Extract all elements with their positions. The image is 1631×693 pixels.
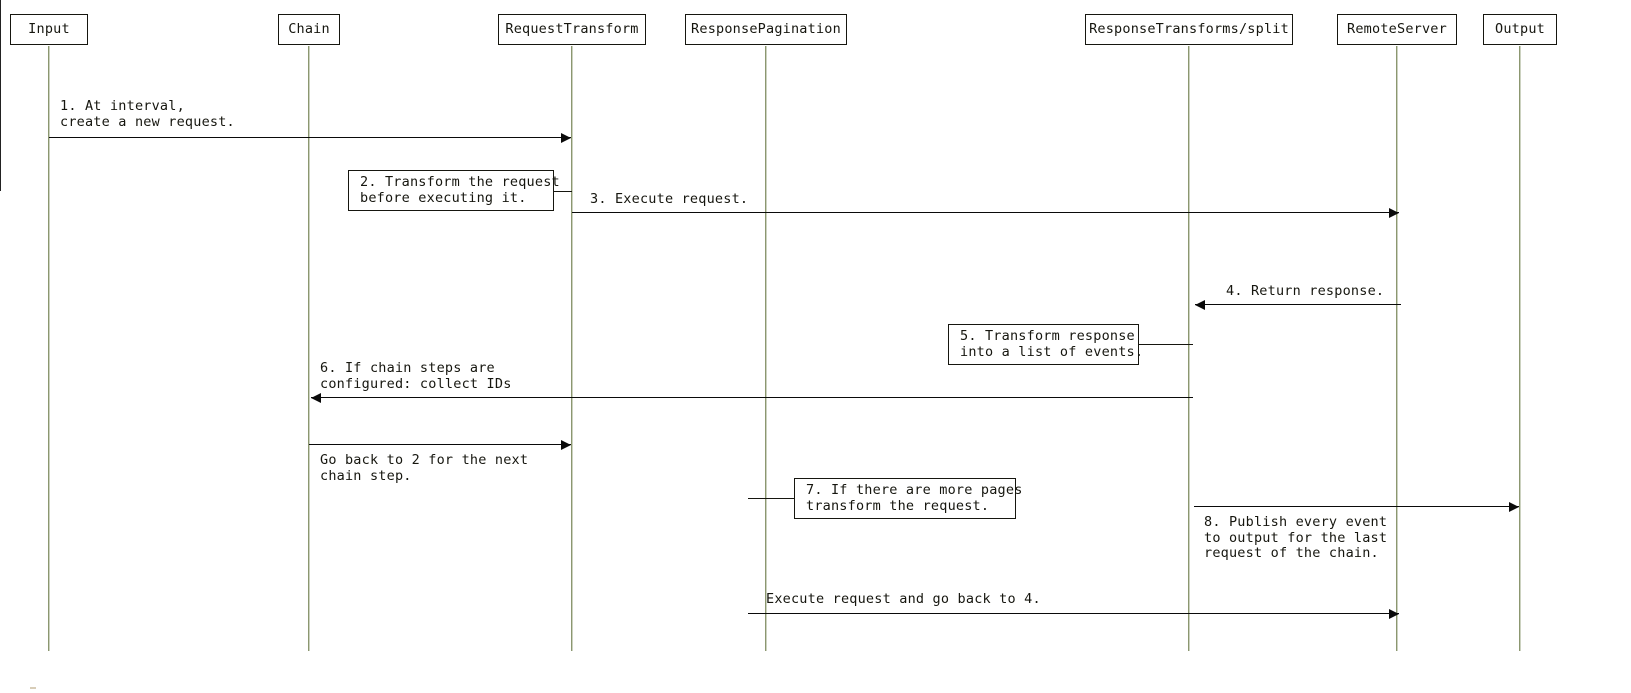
message-line-m_exec_goback4 [748,613,1399,614]
lifeline-response_transforms [1188,46,1190,651]
message-label-m6: 6. If chain steps are configured: collec… [320,360,512,392]
message-label-m8: 8. Publish every event to output for the… [1204,514,1388,561]
message-arrowhead-m3 [1389,207,1399,218]
note-text-note5: 5. Transform response into a list of eve… [960,328,1144,360]
participant-label-output: Output [1495,20,1545,37]
participant-label-remote_server: RemoteServer [1347,20,1447,37]
message-arrowhead-m_goback2 [561,439,571,450]
message-line-m1 [49,137,571,138]
participant-response_transforms[interactable]: ResponseTransforms/split [1085,14,1293,45]
participant-response_pagination[interactable]: ResponsePagination [685,14,847,45]
note-connector-note2 [554,191,572,192]
note-note2[interactable]: 2. Transform the request before executin… [348,170,560,211]
message-label-m_goback2: Go back to 2 for the next chain step. [320,452,529,484]
message-line-m8 [1194,506,1519,507]
message-label-m_exec_goback4: Execute request and go back to 4. [766,591,1041,607]
participant-output[interactable]: Output [1483,14,1557,45]
message-arrowhead-m6 [311,392,321,403]
participant-label-input: Input [28,20,70,37]
page-edge-artifact [0,0,1,191]
page-corner-artifact [30,687,36,689]
participant-chain[interactable]: Chain [278,14,340,45]
participant-label-response_pagination: ResponsePagination [691,20,841,37]
message-arrowhead-m_exec_goback4 [1389,608,1399,619]
participant-label-chain: Chain [288,20,330,37]
participant-label-request_transform: RequestTransform [505,20,639,37]
note-note5[interactable]: 5. Transform response into a list of eve… [948,324,1144,365]
lifeline-chain [308,46,310,651]
message-line-m6 [311,397,1193,398]
participant-input[interactable]: Input [10,14,88,45]
message-arrowhead-m8 [1509,501,1519,512]
message-line-m4 [1195,304,1401,305]
participant-remote_server[interactable]: RemoteServer [1337,14,1457,45]
message-line-m_goback2 [309,444,571,445]
message-label-m1: 1. At interval, create a new request. [60,98,235,130]
message-arrowhead-m1 [561,132,571,143]
note-note7[interactable]: 7. If there are more pages transform the… [794,478,1023,519]
participant-label-response_transforms: ResponseTransforms/split [1089,20,1289,37]
lifeline-input [48,46,50,651]
note-connector-note7 [748,498,794,499]
participant-request_transform[interactable]: RequestTransform [498,14,646,45]
note-text-note7: 7. If there are more pages transform the… [806,482,1023,514]
message-line-m3 [572,212,1399,213]
message-arrowhead-m4 [1195,299,1205,310]
note-connector-note5 [1139,344,1193,345]
message-label-m3: 3. Execute request. [590,191,749,207]
lifeline-remote_server [1396,46,1398,651]
lifeline-response_pagination [765,46,767,651]
lifeline-request_transform [571,46,573,651]
lifeline-output [1519,46,1521,651]
note-text-note2: 2. Transform the request before executin… [360,174,560,206]
message-label-m4: 4. Return response. [1226,283,1385,299]
